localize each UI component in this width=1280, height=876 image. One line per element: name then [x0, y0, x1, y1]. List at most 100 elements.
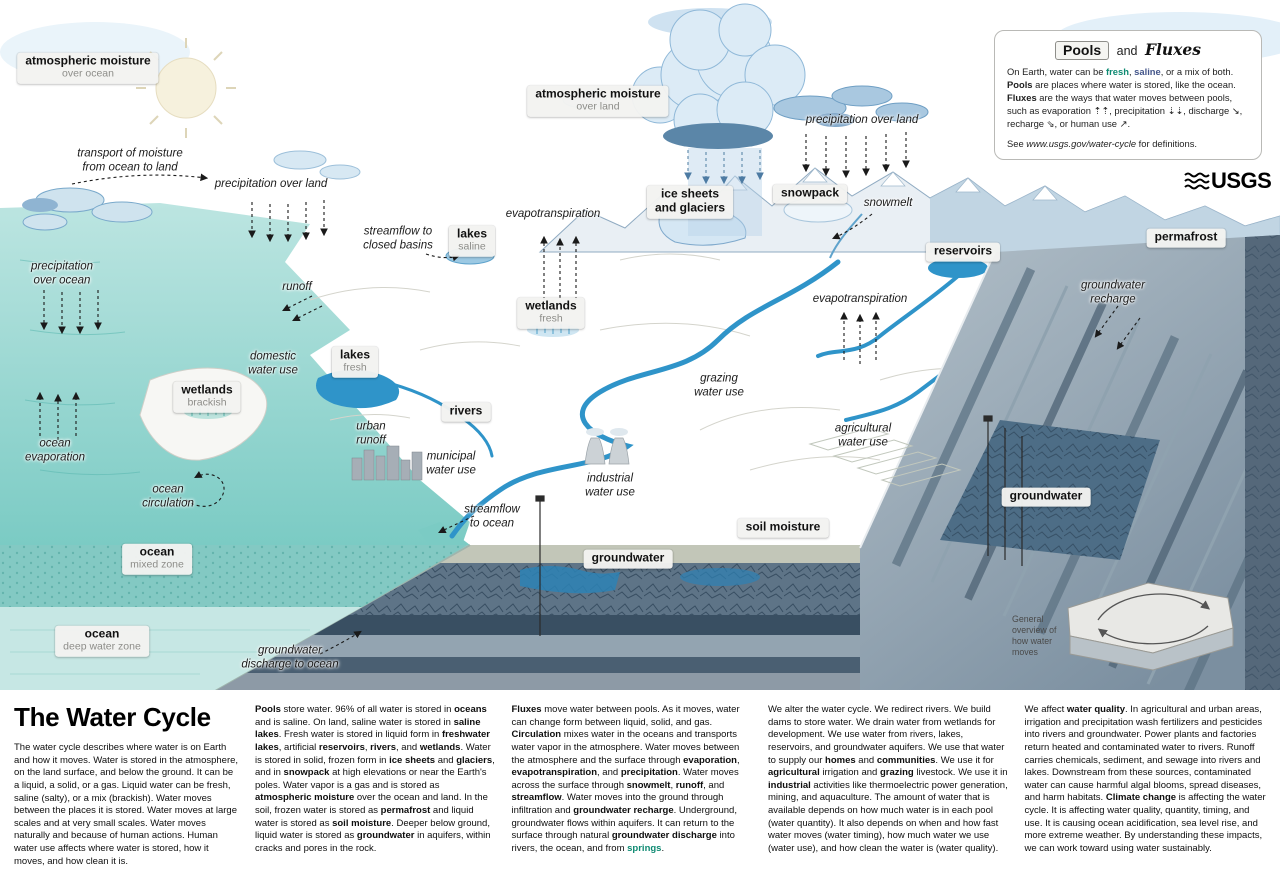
pool-label-permafrost: permafrost [1146, 228, 1226, 248]
human-alteration-paragraph: We alter the water cycle. We redirect ri… [768, 704, 1008, 854]
pool-label-text: lakes [339, 347, 371, 362]
flux-label-urban-runoff: urban runoff [356, 420, 386, 446]
evapotranspiration-arrows-right [840, 311, 880, 364]
pool-label-subtext: mixed zone [130, 558, 184, 571]
pool-label-text: reservoirs [933, 243, 993, 258]
flux-label-precipitation-over-land-right: precipitation over land [805, 114, 919, 127]
flux-label-agricultural-water-use: agricultural water use [834, 422, 892, 448]
ocean-evaporation-arrows [36, 391, 80, 440]
storm-rain-arrows [684, 150, 764, 185]
intro-paragraph: The water cycle describes where water is… [14, 742, 239, 867]
flux-labels-layer: transport of moisture from ocean to land… [24, 114, 1145, 670]
flux-label-ocean-evaporation: ocean evaporation [24, 437, 86, 463]
footer-text-section: The Water Cycle The water cycle describe… [0, 690, 1280, 876]
flux-label-transport-of-moisture: transport of moisture from ocean to land [77, 147, 183, 173]
fluxes-paragraph: Fluxes move water between pools. As it m… [511, 704, 740, 854]
flux-label-ocean-circulation: ocean circulation [142, 483, 194, 509]
legend-fluxes-word: Fluxes [1144, 40, 1201, 59]
flux-label-groundwater-discharge-to-ocean: groundwater discharge to ocean [241, 644, 339, 670]
human-alteration-column: We alter the water cycle. We redirect ri… [768, 696, 1010, 876]
precipitation-arrows-left [248, 200, 328, 243]
groundwater-pocket [520, 566, 620, 594]
pool-label-subtext: fresh [539, 312, 563, 325]
pool-label-text: lakes [456, 226, 488, 241]
flux-label-streamflow-to-closed-basins: streamflow to closed basins [363, 225, 433, 251]
flux-label-grazing-water-use: grazing water use [694, 372, 744, 398]
pool-label-subtext: over ocean [62, 67, 114, 80]
precipitation-arrows-ocean [40, 290, 102, 335]
legend-body: On Earth, water can be fresh, saline, or… [1007, 66, 1243, 129]
legend-and: and [1116, 44, 1138, 58]
pool-label-text: wetlands [525, 298, 577, 313]
flux-label-snowmelt: snowmelt [863, 197, 913, 210]
snowmelt-arrow [831, 213, 873, 240]
pool-label-reservoirs: reservoirs [925, 242, 1001, 262]
pool-label-text: groundwater [591, 550, 665, 565]
legend-box: Pools and Fluxes On Earth, water can be … [994, 30, 1262, 161]
pool-label-text: snowpack [780, 185, 840, 200]
usgs-logo-text: USGS [1211, 168, 1272, 193]
flux-label-municipal-water-use: municipal water use [426, 450, 476, 476]
pool-label-text: wetlands [181, 382, 233, 397]
city-buildings [351, 445, 423, 481]
usgs-logo: USGS [1184, 168, 1272, 194]
reservoir-water [928, 258, 988, 278]
legend-title: Pools and Fluxes [1007, 40, 1249, 60]
evapotranspiration-arrows-center [540, 235, 580, 304]
pool-label-text: ice sheets and glaciers [654, 186, 726, 215]
land-contours [309, 253, 991, 471]
flux-label-evapotranspiration-center: evapotranspiration [505, 208, 601, 221]
pool-label-text: ocean [139, 544, 175, 559]
flux-label-groundwater-recharge: groundwater recharge [1081, 279, 1145, 305]
farm-fields [808, 427, 962, 487]
flux-label-precipitation-over-land-left: precipitation over land [214, 178, 328, 191]
legend-see-note: See www.usgs.gov/water-cycle for definit… [1007, 137, 1198, 149]
main-river [449, 259, 841, 539]
precipitation-arrows-right [802, 132, 910, 179]
water-quality-column: We affect water quality. In agricultural… [1025, 696, 1267, 876]
transport-arrow [71, 173, 209, 185]
pool-label-text: atmospheric moisture [25, 53, 151, 68]
pools-paragraph: Pools store water. 96% of all water is s… [255, 704, 495, 854]
fresh-lake-water [316, 369, 400, 409]
pool-label-soil-moisture: soil moisture [737, 518, 829, 538]
flux-label-evapotranspiration-right: evapotranspiration [812, 293, 908, 306]
groundwater-discharge-arrow [319, 630, 362, 655]
pool-label-text: atmospheric moisture [535, 86, 661, 101]
inset-caption: General overview of how water moves [1012, 614, 1057, 657]
cooling-towers [584, 428, 630, 465]
overview-inset [1067, 582, 1234, 671]
pool-label-text: groundwater [1009, 488, 1083, 503]
pool-label-text: permafrost [1154, 229, 1218, 244]
pool-label-subtext: over land [576, 100, 620, 113]
water-quality-paragraph: We affect water quality. In agricultural… [1024, 704, 1266, 854]
pool-label-groundwater-right: groundwater [1001, 487, 1091, 507]
flux-label-precipitation-over-ocean: precipitation over ocean [30, 260, 94, 286]
pool-label-rivers: rivers [441, 402, 491, 422]
pool-label-subtext: brackish [187, 396, 227, 409]
pool-label-subtext: fresh [343, 361, 367, 374]
pool-label-snowpack: snowpack [772, 184, 848, 204]
flux-label-runoff: runoff [282, 281, 312, 294]
pool-label-text: rivers [449, 403, 483, 418]
flux-label-streamflow-to-ocean: streamflow to ocean [464, 503, 520, 529]
recharge-arrow [1094, 305, 1119, 338]
pool-label-groundwater-center: groundwater [583, 549, 673, 569]
page-title: The Water Cycle [14, 702, 211, 732]
pool-label-subtext: saline [458, 240, 486, 253]
pool-label-subtext: deep water zone [63, 640, 141, 653]
pool-label-ice-sheets-and-glaciers: ice sheets and glaciers [646, 185, 734, 219]
flux-arrows [36, 132, 1141, 655]
clouds [22, 85, 929, 231]
flux-label-industrial-water-use: industrial water use [585, 472, 635, 498]
footer-title-column: The Water Cycle The water cycle describe… [14, 696, 240, 876]
legend-pools-chip: Pools [1055, 41, 1110, 60]
